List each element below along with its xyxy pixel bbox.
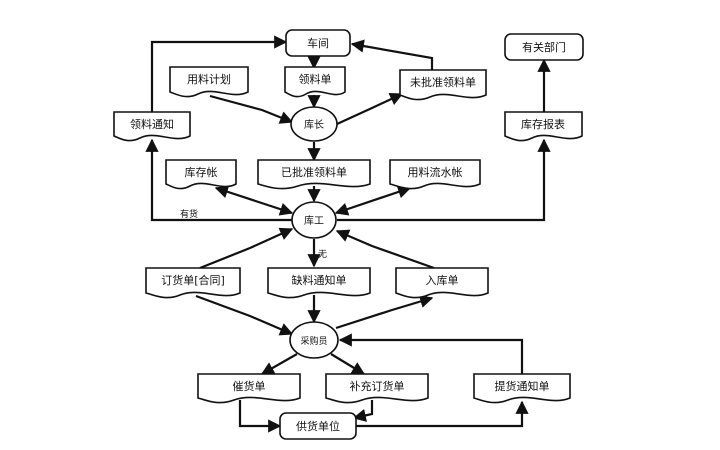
node-kucun-baobiao: 库存报表 [504,111,583,142]
node-tihuo-tongzhi-dan-label: 提货通知单 [495,379,550,393]
node-dinghuo-dan-label: 订货单[合同] [161,273,225,287]
node-gonghuo-danwei-label: 供货单位 [296,419,340,433]
edge-yongliaojihua-kuzhang [209,94,294,124]
node-queliao-tongzhi-dan-label: 缺料通知单 [292,273,347,287]
node-lingliao-dan-label: 领料单 [299,72,332,86]
node-caigouyuan: 采购员 [289,321,339,359]
node-chejian-label: 车间 [307,36,329,50]
node-kuzhang-label: 库长 [304,118,324,131]
edge-rukudan-kugong [335,229,435,270]
node-kugong: 库工 [291,201,337,239]
edge-cuihuodan-gonghuo [238,400,282,433]
node-gonghuo-danwei: 供货单位 [279,412,357,440]
edge-kugong-liushuizhang [334,185,412,216]
edge-kugong-kucunzhang [214,185,294,216]
edge-buchong-gonghuo [352,400,374,422]
node-yipizhun-lingliao-dan: 已批准领料单 [257,159,371,190]
edge-lingliaotongzhi-chejian [150,35,288,112]
node-weipizhun-lingliao-dan-label: 未批准领料单 [410,75,476,89]
edge-dinghuodan-kugong [199,227,294,270]
node-yipizhun-lingliao-dan-label: 已批准领料单 [281,165,347,179]
node-yongliao-liushui-zhang-label: 用料流水帐 [408,165,463,179]
edge-caigouyuan-cuihuodan [260,353,298,375]
node-dinghuo-dan: 订货单[合同] [145,267,241,299]
node-kucun-zhang-label: 库存帐 [185,165,218,179]
node-youguan-bumen-label: 有关部门 [522,40,566,54]
edge-weipizhun-chejian [350,39,434,70]
edge-label-youhuo: 有货 [180,208,198,220]
edge-dinghuodan-caigouyuan [195,294,294,336]
edge-kuzhang-weipizhun [336,93,404,126]
node-caigouyuan-label: 采购员 [300,335,327,347]
edge-tihuo-caigouyuan [338,333,524,374]
edge-caigouyuan-rukudan [335,295,434,330]
node-kuzhang: 库长 [290,106,338,142]
node-lingliao-tongzhi-label: 领料通知 [130,117,174,131]
node-yongliao-jihua: 用料计划 [169,66,249,98]
node-yongliao-liushui-zhang: 用料流水帐 [389,159,481,190]
edge-gonghuo-tihuo [356,400,529,428]
node-kucun-baobiao-label: 库存报表 [521,117,565,131]
node-cuihuo-dan: 催货单 [197,373,301,404]
edge-caigouyuan-buchong [330,353,366,375]
node-tihuo-tongzhi-dan: 提货通知单 [473,373,571,404]
edges [145,35,551,433]
node-yongliao-jihua-label: 用料计划 [187,72,231,86]
node-cuihuo-dan-label: 催货单 [233,379,266,393]
node-weipizhun-lingliao-dan: 未批准领料单 [399,69,487,101]
node-ruku-dan: 入库单 [395,267,489,299]
node-buchong-dinghuo-dan: 补充订货单 [325,373,429,404]
node-youguan-bumen: 有关部门 [504,33,584,61]
edge-kugong-lingliaotongzhi [145,138,292,222]
node-ruku-dan-label: 入库单 [426,274,459,287]
node-kugong-label: 库工 [304,214,324,227]
node-lingliao-dan: 领料单 [284,66,346,98]
edge-label-wu: 无 [318,249,327,260]
edge-kugong-kucunbaobiao [337,138,551,222]
node-kucun-zhang: 库存帐 [165,159,237,190]
node-queliao-tongzhi-dan: 缺料通知单 [267,267,371,299]
node-lingliao-tongzhi: 领料通知 [113,111,191,142]
node-chejian: 车间 [285,29,351,57]
node-buchong-dinghuo-dan-label: 补充订货单 [350,379,405,393]
